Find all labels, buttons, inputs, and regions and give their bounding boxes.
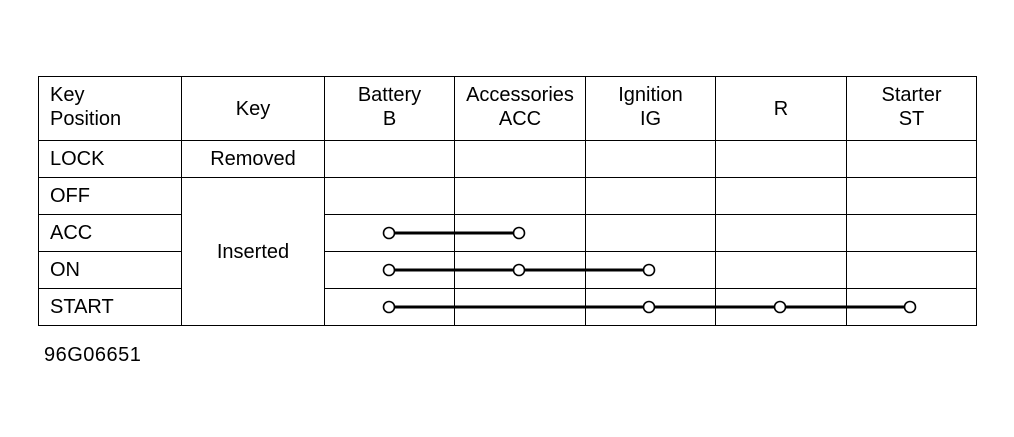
- header-accessories: Accessories ACC: [454, 76, 586, 141]
- cell: [454, 214, 586, 252]
- position-acc: ACC: [38, 214, 182, 252]
- header-battery-line1: Battery: [357, 84, 422, 106]
- position-lock: LOCK: [38, 140, 182, 178]
- cell: [454, 177, 586, 215]
- header-ignition-line2: IG: [639, 108, 662, 130]
- row-lock: LOCK Removed: [38, 140, 977, 178]
- header-ignition: Ignition IG: [585, 76, 716, 141]
- cell: [324, 288, 455, 326]
- position-on: ON: [38, 251, 182, 289]
- cell: [324, 177, 455, 215]
- header-battery: Battery B: [324, 76, 455, 141]
- cell: [454, 140, 586, 178]
- cell: [454, 251, 586, 289]
- header-starter-line1: Starter: [881, 84, 942, 106]
- header-key: Key: [181, 76, 325, 141]
- cell: [324, 140, 455, 178]
- cell: [585, 251, 716, 289]
- cell: [846, 177, 977, 215]
- header-accessories-line2: ACC: [498, 108, 542, 130]
- position-off: OFF: [38, 177, 182, 215]
- ignition-switch-continuity-diagram: Key Position Key Battery B Accessories A…: [38, 76, 977, 326]
- cell: [585, 177, 716, 215]
- position-start: START: [38, 288, 182, 326]
- header-key-position: Key Position: [38, 76, 182, 141]
- header-starter-line2: ST: [898, 108, 925, 130]
- cell: [715, 251, 847, 289]
- header-accessories-line1: Accessories: [466, 84, 574, 106]
- header-battery-line2: B: [382, 108, 397, 130]
- header-key-position-line2: Position: [50, 108, 122, 130]
- key-inserted: Inserted: [181, 177, 325, 326]
- cell: [324, 214, 455, 252]
- row-acc: ACC: [38, 214, 977, 252]
- cell: [324, 251, 455, 289]
- cell: [846, 288, 977, 326]
- cell: [715, 214, 847, 252]
- row-on: ON: [38, 251, 977, 289]
- figure-code: 96G06651: [44, 344, 142, 366]
- cell: [454, 288, 586, 326]
- cell: [715, 288, 847, 326]
- cell: [585, 140, 716, 178]
- header-starter: Starter ST: [846, 76, 977, 141]
- cell: [585, 288, 716, 326]
- cell: [846, 251, 977, 289]
- cell: [846, 214, 977, 252]
- row-start: START: [38, 288, 977, 326]
- key-removed: Removed: [181, 140, 325, 178]
- row-off: OFF Inserted: [38, 177, 977, 326]
- header-r: R: [715, 76, 847, 141]
- header-row: Key Position Key Battery B Accessories A…: [38, 76, 977, 141]
- header-ignition-line1: Ignition: [618, 84, 683, 106]
- header-key-position-line1: Key: [50, 84, 85, 106]
- cell: [846, 140, 977, 178]
- cell: [585, 214, 716, 252]
- continuity-table: Key Position Key Battery B Accessories A…: [38, 76, 977, 326]
- cell: [715, 177, 847, 215]
- cell: [715, 140, 847, 178]
